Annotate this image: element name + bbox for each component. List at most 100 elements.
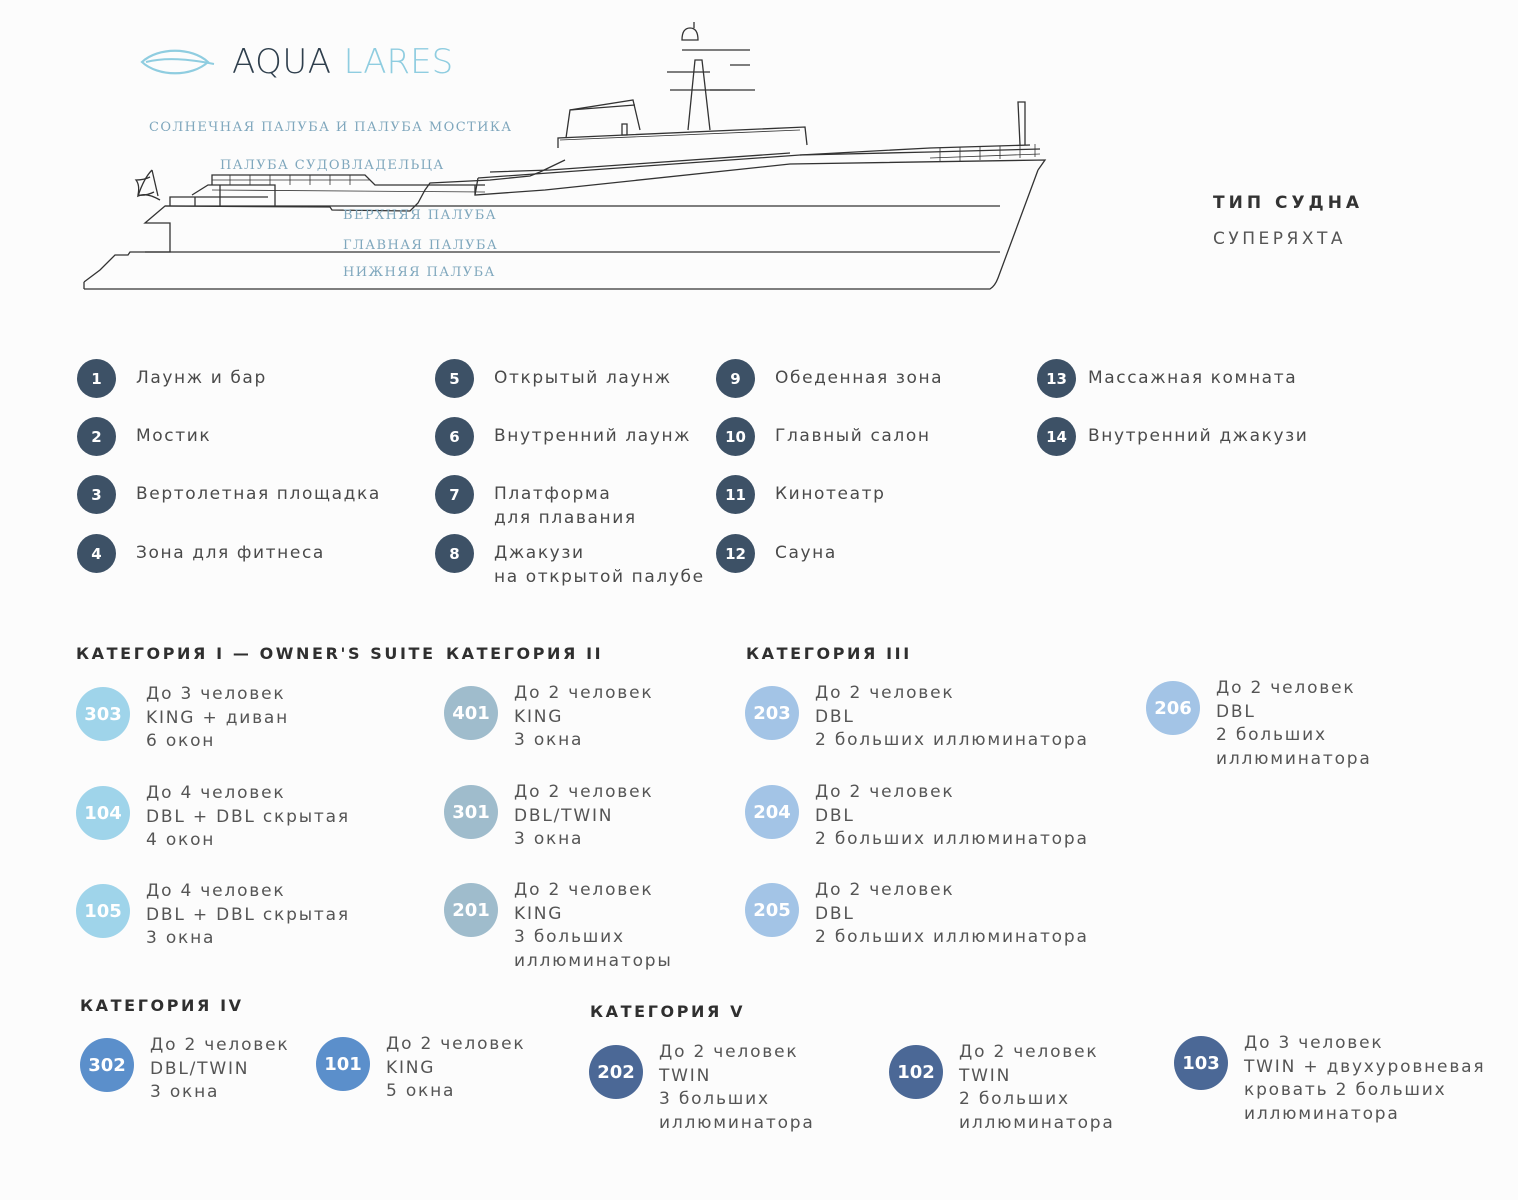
cabin-detail-line: До 2 человек (959, 1042, 1099, 1062)
radar-mast (687, 59, 711, 131)
cabin-detail-line: 3 больших (659, 1089, 770, 1109)
cabin-detail-line: До 2 человек (514, 782, 654, 802)
vessel-type-value: СУПЕРЯХТА (1213, 229, 1346, 249)
cabin-detail-line: DBL/TWIN (150, 1058, 250, 1079)
cabin-detail-line: DBL (815, 805, 855, 826)
cabin-detail-line: До 2 человек (386, 1034, 526, 1054)
cabin-detail-line: KING (386, 1057, 436, 1078)
deck-label-lower: НИЖНЯЯ ПАЛУБА (343, 265, 496, 280)
legend-item: 1 Лаунж и бар (77, 359, 267, 398)
cabin-detail-line: иллюминатора (659, 1112, 815, 1133)
legend-number-badge: 3 (77, 475, 116, 514)
cabin-detail-line: DBL (815, 903, 855, 924)
cabin-detail-line: До 4 человек (146, 783, 286, 803)
cabin-number-badge: 101 (316, 1037, 370, 1091)
cabin-detail-line: До 2 человек (815, 880, 955, 900)
legend-number-badge: 5 (435, 359, 474, 398)
cabin-detail-line: 3 окна (150, 1082, 220, 1102)
cabin-detail-line: 3 окна (514, 730, 584, 750)
cabin-number-badge: 103 (1174, 1036, 1228, 1090)
cabin-detail-line: 4 окон (146, 830, 216, 850)
cabin-detail-line: До 3 человек (1244, 1033, 1384, 1053)
legend-number-badge: 14 (1037, 417, 1076, 456)
vessel-type-heading: ТИП СУДНА (1213, 193, 1364, 213)
cabin-detail-line: 2 больших иллюминатора (815, 927, 1089, 947)
cabin-detail-line: KING + диван (146, 707, 290, 728)
cabin-detail-line: KING (514, 706, 564, 727)
legend-number-badge: 2 (77, 417, 116, 456)
legend-item: 2 Мостик (77, 417, 211, 456)
cabin-detail-line: До 3 человек (146, 684, 286, 704)
cabin-detail-line: До 2 человек (659, 1042, 799, 1062)
deck-label-upper: ВЕРХНЯЯ ПАЛУБА (343, 208, 497, 223)
legend-label: Мостик (136, 426, 212, 446)
cabin-detail-line: 3 окна (146, 928, 216, 948)
cabin-number-badge: 203 (745, 686, 799, 740)
cabin-detail-line: DBL (815, 706, 855, 727)
legend-number-badge: 12 (716, 534, 755, 573)
cabin-detail-line: 2 больших (959, 1089, 1070, 1109)
cabin-detail-line: До 2 человек (150, 1035, 290, 1055)
cabin-detail-line: DBL (1216, 701, 1256, 722)
category-heading-5: КАТЕГОРИЯ V (590, 1002, 746, 1021)
legend-number-badge: 10 (716, 417, 755, 456)
cabin-number-badge: 301 (444, 785, 498, 839)
main-deck-line (143, 205, 1000, 253)
legend-number-badge: 13 (1037, 359, 1076, 398)
cabin-detail-line: иллюминатора (1216, 748, 1372, 769)
cabin-detail-line: До 2 человек (514, 683, 654, 703)
cabin-detail-line: 2 больших (1216, 725, 1327, 745)
deck-label-main: ГЛАВНАЯ ПАЛУБА (343, 238, 499, 253)
cabin-detail-line: иллюминаторы (514, 950, 673, 971)
cabin-detail-line: KING (514, 903, 564, 924)
cabin-detail-line: DBL/TWIN (514, 805, 614, 826)
legend-label: Сауна (775, 543, 837, 563)
legend-label: Лаунж и бар (136, 368, 267, 388)
cabin-number-badge: 202 (589, 1045, 643, 1099)
logo-word-aqua: AQUA (232, 42, 332, 82)
category-heading-2: КАТЕГОРИЯ II (446, 644, 604, 663)
cabin-number-badge: 401 (444, 686, 498, 740)
legend-item: 10 Главный салон (716, 417, 931, 456)
legend-label: Кинотеатр (775, 484, 886, 504)
flag-icon (136, 169, 161, 201)
legend-label: Внутренний джакузи (1088, 426, 1309, 446)
cabin-detail-line: 3 больших (514, 927, 625, 947)
legend-label: Главный салон (775, 426, 931, 446)
legend-item: 5 Открытый лаунж (435, 359, 672, 398)
cabin-detail-line: 5 окна (386, 1081, 456, 1101)
legend-label: Открытый лаунж (494, 368, 672, 388)
cabin-number-badge: 205 (745, 883, 799, 937)
cabin-number-badge: 102 (889, 1045, 943, 1099)
cabin-detail-line: 6 окон (146, 731, 216, 751)
cabin-detail-line: кровать 2 больших (1244, 1080, 1447, 1100)
logo-word-lares: LARES (343, 42, 454, 82)
cabin-detail-line: 2 больших иллюминатора (815, 730, 1089, 750)
legend-number-badge: 1 (77, 359, 116, 398)
cabin-detail-line: DBL + DBL скрытая (146, 806, 350, 827)
